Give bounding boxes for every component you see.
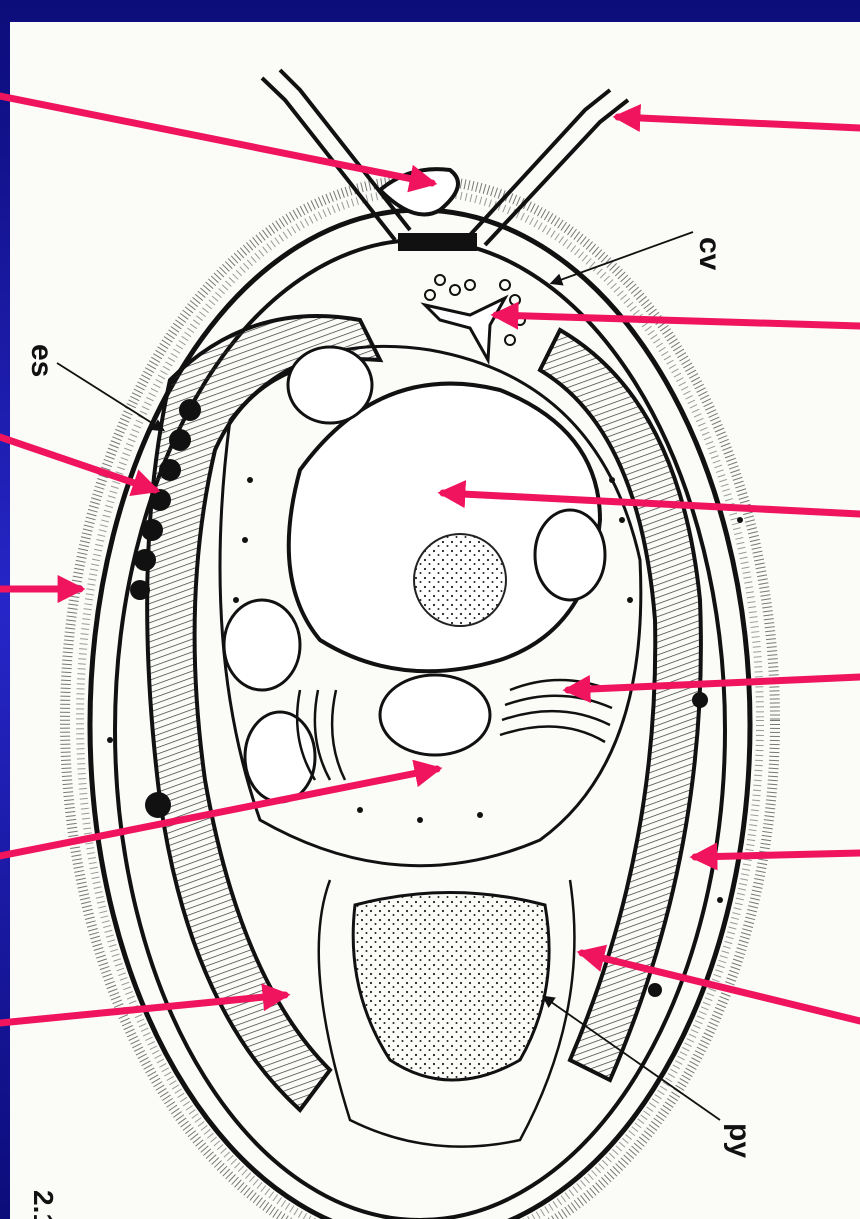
nucleolus [414,534,506,626]
label-cv: cv [693,237,726,271]
pyrenoid [353,893,549,1081]
label-py: py [723,1123,756,1158]
label-es: es [25,344,58,377]
arrow-flagellum [618,117,860,128]
arrow-golgi [568,677,860,690]
arrow-chloroplast [695,853,860,857]
arrow-contractile-vacuole [496,315,860,326]
figure-number: 2.1 [28,1190,59,1219]
arrow-flagellar-pit [0,96,432,183]
